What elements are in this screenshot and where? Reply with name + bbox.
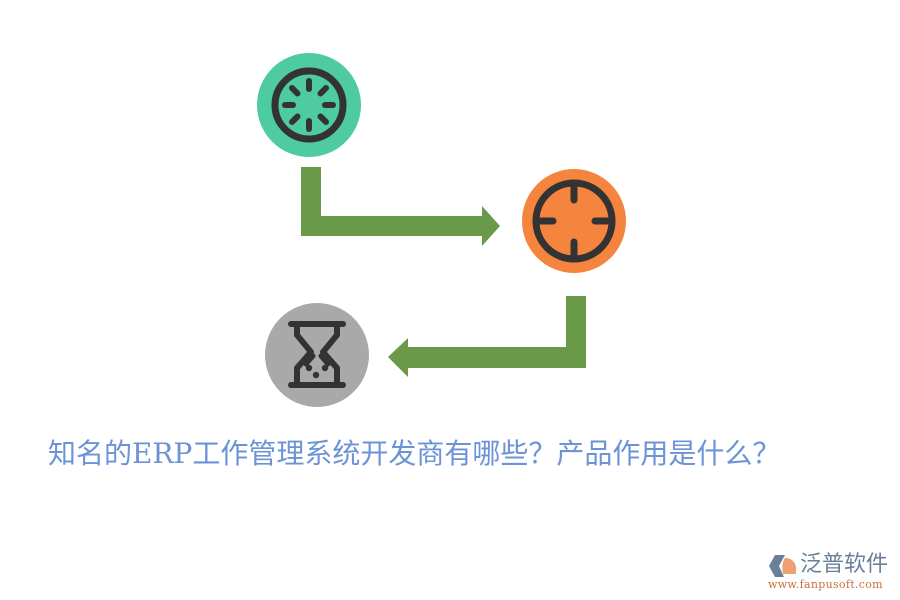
- loading-spinner-icon: [271, 67, 347, 143]
- step-2-node: [522, 169, 626, 273]
- brand-name: 泛普软件: [800, 552, 889, 577]
- step-3-circle: [265, 303, 369, 407]
- brand-logo: 泛普软件 www.fanpusoft.com: [766, 550, 896, 594]
- fanpu-logo-icon: [769, 555, 796, 577]
- brand-url: www.fanpusoft.com: [768, 578, 883, 591]
- arrow-step1-to-step2: [301, 167, 500, 246]
- hourglass-sand-dots: [305, 364, 329, 379]
- crosshair-target-icon: [532, 179, 616, 263]
- page-title: 知名的ERP工作管理系统开发商有哪些？产品作用是什么？: [48, 437, 781, 470]
- step-1-node: [257, 53, 361, 157]
- hourglass-icon: [288, 321, 346, 388]
- arrow-step2-to-step3: [388, 296, 586, 377]
- step-3-node: [265, 303, 369, 407]
